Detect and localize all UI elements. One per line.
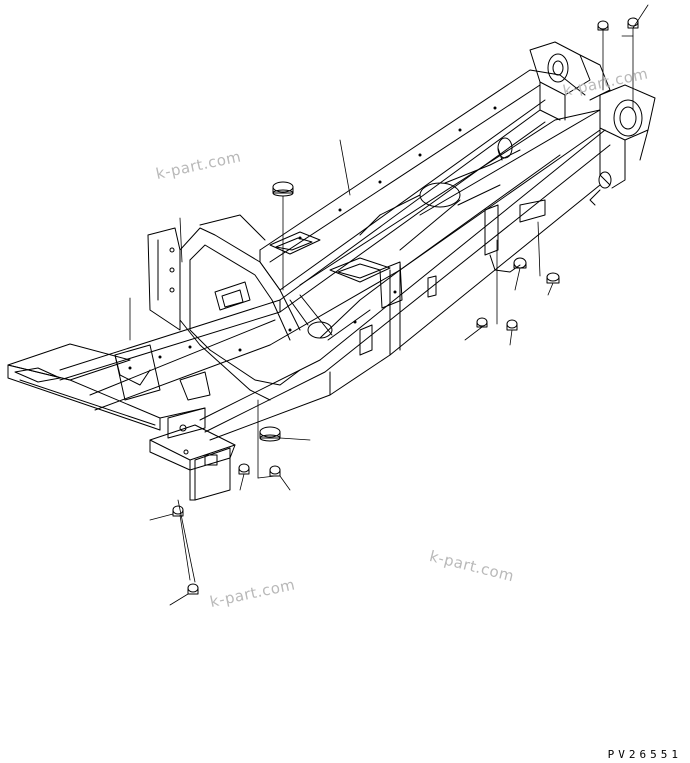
tow-bracket (150, 408, 235, 500)
rail-bolt-holes (128, 106, 497, 370)
cross-tube-front (290, 270, 400, 340)
arch-cross-member (148, 215, 300, 400)
loose-part-plug-top-left (598, 21, 608, 30)
loose-part-plug-mid-a (477, 318, 487, 327)
loose-part-cap-lower (260, 427, 280, 441)
loose-part-cap-center (273, 182, 293, 196)
loose-part-plug-lower-b (270, 466, 280, 476)
loose-part-plug-lower-a (239, 464, 249, 474)
cross-tube-rear (360, 138, 520, 250)
loose-part-plug-bottom-a (173, 506, 183, 516)
mid-brackets (115, 200, 545, 400)
loose-part-grommet-right-b (547, 273, 559, 283)
loose-part-plug-mid-b (507, 320, 517, 330)
pin-boss-right (590, 85, 655, 205)
leader-lines (130, 5, 648, 605)
upper-box-beam (260, 70, 600, 290)
drawing-code: PV26551 (607, 748, 682, 761)
loose-part-plug-bottom-b (188, 584, 198, 594)
loose-part-grommet-right-a (514, 258, 526, 268)
front-cross-member (8, 344, 205, 430)
